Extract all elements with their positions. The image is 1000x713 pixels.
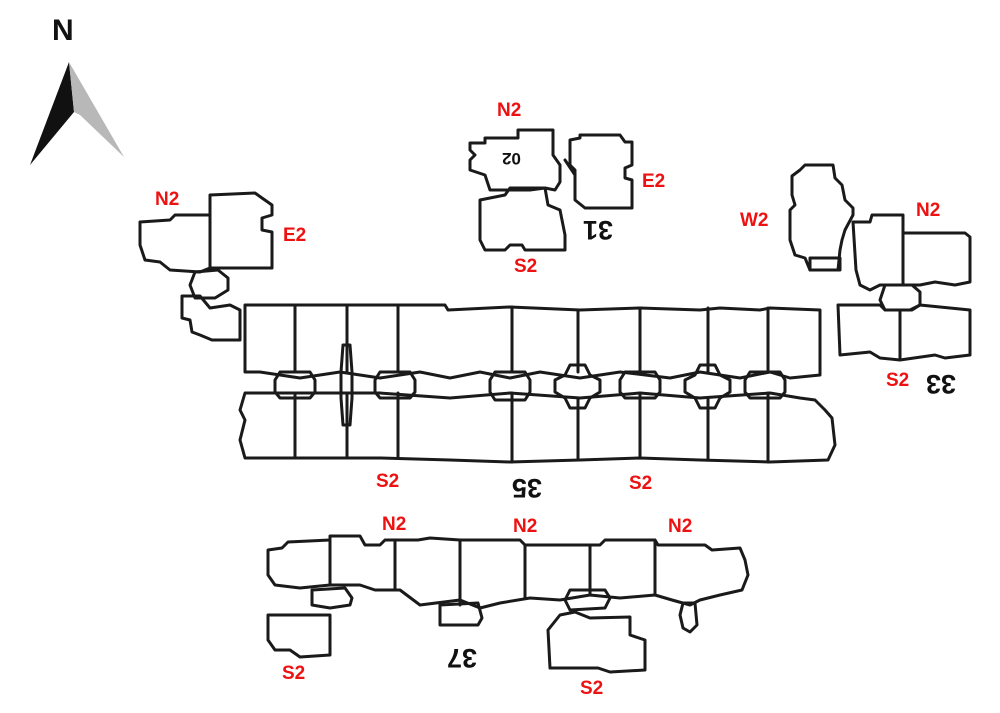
orientation-label-33-s2: S2 (886, 370, 910, 391)
building-number-37: 37 (447, 643, 478, 673)
north-arrow-icon (30, 62, 124, 165)
building-number-02: 02 (502, 149, 521, 168)
building-number-33: 33 (926, 369, 957, 399)
north-label: N (52, 14, 74, 47)
orientation-label-35-n2: N2 (155, 189, 180, 210)
orientation-label-35-s2-east: S2 (629, 473, 653, 494)
orientation-label-35-e2: E2 (283, 225, 307, 246)
orientation-label-37-s2-west: S2 (282, 663, 306, 684)
building-35-outline (138, 191, 837, 464)
orientation-label-33-w2: W2 (740, 210, 769, 231)
orientation-label-33-n2: N2 (916, 200, 941, 221)
orientation-label-37-n2-west: N2 (382, 514, 407, 535)
building-37-outline (266, 534, 750, 674)
orientation-label-37-n2-east: N2 (668, 516, 693, 537)
building-33-outline (788, 163, 972, 362)
orientation-label-02-n2: N2 (497, 100, 522, 121)
orientation-label-35-s2-west: S2 (376, 471, 400, 492)
orientation-label-37-s2-east: S2 (580, 678, 604, 699)
orientation-label-37-n2-center: N2 (513, 516, 538, 537)
building-number-35: 35 (512, 473, 543, 503)
orientation-label-31-s2: S2 (514, 256, 538, 277)
orientation-label-31-e2: E2 (642, 171, 666, 192)
building-number-31: 31 (583, 215, 614, 245)
building-31-outline (468, 128, 634, 252)
